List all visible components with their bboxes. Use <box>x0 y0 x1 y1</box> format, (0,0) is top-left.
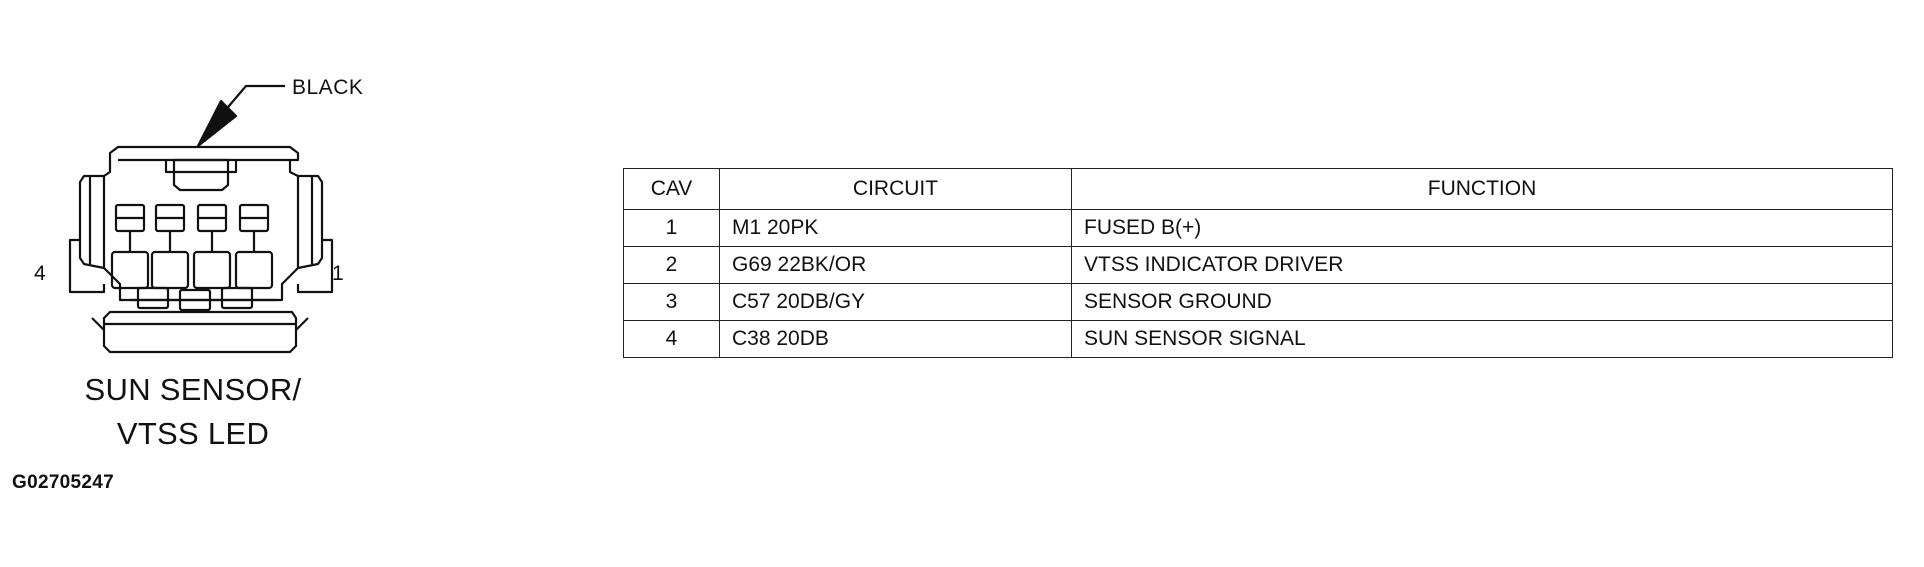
connector-name: SUN SENSOR/ VTSS LED <box>68 368 318 456</box>
cell-cav: 3 <box>623 283 720 321</box>
cell-cav: 4 <box>623 320 720 358</box>
header-circuit: CIRCUIT <box>719 168 1072 210</box>
right-ear <box>297 174 324 270</box>
pin-1-label: 1 <box>332 262 344 285</box>
table-row: 2 G69 22BK/OR VTSS INDICATOR DRIVER <box>623 246 1893 284</box>
pinout-table: CAV CIRCUIT FUNCTION 1 M1 20PK FUSED B(+… <box>623 168 1893 358</box>
cell-function: SUN SENSOR SIGNAL <box>1071 320 1893 358</box>
connector-drawing <box>68 84 334 354</box>
header-cav: CAV <box>623 168 720 210</box>
connector-name-line-1: SUN SENSOR/ <box>84 372 302 407</box>
connector-color-label: BLACK <box>292 76 364 99</box>
pin-4-label: 4 <box>34 262 46 285</box>
connector-name-line-2: VTSS LED <box>116 416 270 451</box>
cell-function: SENSOR GROUND <box>1071 283 1893 321</box>
cell-cav: 1 <box>623 209 720 247</box>
polarization-key <box>172 158 230 192</box>
table-row: 3 C57 20DB/GY SENSOR GROUND <box>623 283 1893 321</box>
table-row: 4 C38 20DB SUN SENSOR SIGNAL <box>623 320 1893 358</box>
connector-seal <box>102 310 298 354</box>
cell-circuit: C57 20DB/GY <box>719 283 1072 321</box>
connector-housing <box>102 145 300 302</box>
table-row: 1 M1 20PK FUSED B(+) <box>623 209 1893 247</box>
cell-cav: 2 <box>623 246 720 284</box>
connector-diagram: BLACK 4 1 SUN SENSOR/ VTSS LED G02705247 <box>0 0 420 567</box>
cell-circuit: M1 20PK <box>719 209 1072 247</box>
cell-function: FUSED B(+) <box>1071 209 1893 247</box>
left-latch <box>68 238 106 294</box>
cell-function: VTSS INDICATOR DRIVER <box>1071 246 1893 284</box>
figure-id: G02705247 <box>12 472 115 493</box>
table-header-row: CAV CIRCUIT FUNCTION <box>623 168 1893 210</box>
left-ear <box>78 174 105 270</box>
locking-bar <box>130 286 276 312</box>
header-function: FUNCTION <box>1071 168 1893 210</box>
leader-arrowhead <box>196 99 238 148</box>
cell-circuit: C38 20DB <box>719 320 1072 358</box>
right-latch <box>296 238 334 294</box>
terminal-cavities <box>110 203 274 290</box>
cell-circuit: G69 22BK/OR <box>719 246 1072 284</box>
